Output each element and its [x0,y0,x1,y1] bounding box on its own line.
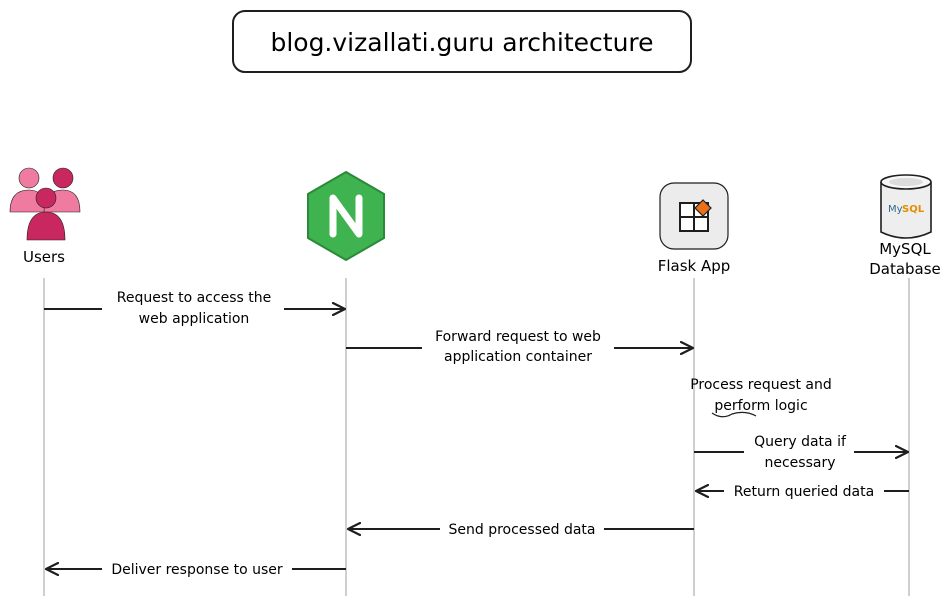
message-query-data: Query data if necessary [694,434,907,471]
users-label: Users [23,248,65,266]
flask-app-icon [659,182,729,250]
nginx-logo-icon [307,170,385,262]
message-label-line1: Forward request to web [435,329,601,345]
message-label-line2: web application [139,311,250,327]
message-label: Send processed data [449,522,596,538]
message-label: Deliver response to user [111,562,283,578]
note-label-line2: perform logic [714,398,807,414]
title-box: blog.vizallati.guru architecture [232,10,692,73]
message-label-line2: application container [444,349,592,365]
note-label-line1: Process request and [690,377,832,393]
message-request-access: Request to access the web application [44,290,344,327]
mysql-logo-my: My [888,204,903,215]
mysql-database-icon: My SQL [880,174,932,239]
mysql-logo-sql: SQL [902,204,925,215]
message-label-line1: Query data if [754,434,847,450]
message-label: Return queried data [734,484,874,500]
mysql-label-line2: Database [869,260,941,278]
message-label-line2: necessary [764,455,835,471]
flask-label: Flask App [658,257,731,275]
mysql-label-line1: MySQL [879,240,931,258]
message-label-line1: Request to access the [117,290,271,306]
message-send-processed: Send processed data [349,522,694,538]
note-process-request: Process request and perform logic [690,377,832,418]
users-group-icon [9,167,81,241]
message-return-data: Return queried data [697,484,909,500]
diagram-title: blog.vizallati.guru architecture [270,28,653,57]
message-forward-request: Forward request to web application conta… [346,329,692,365]
message-deliver-response: Deliver response to user [47,562,346,578]
